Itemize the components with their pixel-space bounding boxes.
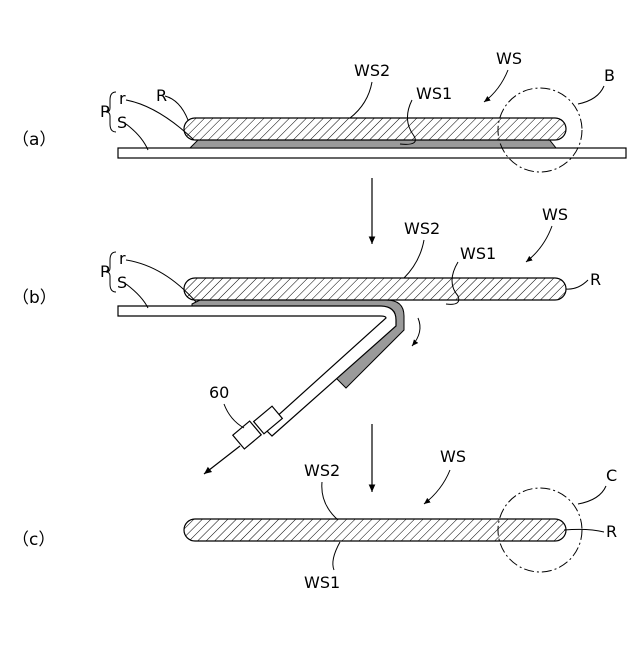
leader-60 bbox=[224, 404, 244, 428]
leader-c bbox=[578, 486, 606, 504]
leader-ws2-c bbox=[322, 482, 338, 520]
leader-r-b bbox=[126, 260, 196, 302]
label-R-a: R bbox=[156, 86, 167, 105]
label-ws2-a: WS2 bbox=[354, 61, 390, 80]
label-s-a: S bbox=[117, 113, 127, 132]
leader-R-b bbox=[566, 280, 588, 289]
workpiece-ws-a bbox=[184, 118, 566, 140]
substrate-s-a bbox=[118, 148, 626, 158]
label-R-c: R bbox=[606, 522, 617, 541]
label-ws1-a: WS1 bbox=[416, 84, 452, 103]
panel-c: （c） WS2 WS WS1 C R bbox=[12, 447, 617, 592]
label-R-b: R bbox=[590, 270, 601, 289]
label-ws-b: WS bbox=[542, 205, 568, 224]
leader-s-b bbox=[126, 284, 148, 308]
leader-R-a bbox=[165, 96, 188, 120]
leader-ws1-c bbox=[333, 542, 340, 570]
label-r-a: r bbox=[119, 89, 126, 108]
leader-b bbox=[578, 86, 604, 104]
pull-arrow bbox=[204, 446, 240, 474]
brace-b bbox=[106, 252, 116, 292]
label-b: B bbox=[604, 66, 615, 85]
label-c: C bbox=[606, 466, 617, 485]
leader-ws2-a bbox=[350, 82, 372, 118]
label-ws2-c: WS2 bbox=[304, 461, 340, 480]
label-s-b: S bbox=[117, 273, 127, 292]
label-ws1-c: WS1 bbox=[304, 573, 340, 592]
workpiece-ws-c bbox=[184, 519, 566, 541]
label-r-b: r bbox=[119, 249, 126, 268]
leader-ws-c bbox=[424, 470, 450, 504]
panel-a: （a） P r S R WS2 WS1 WS B bbox=[12, 49, 626, 172]
label-60: 60 bbox=[209, 383, 229, 402]
brace-a bbox=[106, 92, 116, 132]
label-ws1-b: WS1 bbox=[460, 244, 496, 263]
panel-b: （b） P r S WS2 WS1 WS R 60 bbox=[12, 205, 601, 474]
panel-label-b: （b） bbox=[12, 288, 57, 308]
leader-ws-b bbox=[526, 226, 552, 262]
leader-s-a bbox=[126, 124, 148, 150]
leader-r-a bbox=[126, 100, 194, 140]
label-ws2-b: WS2 bbox=[404, 219, 440, 238]
bend-arrow bbox=[412, 318, 420, 346]
leader-ws2-b bbox=[404, 240, 424, 278]
workpiece-ws-b bbox=[184, 278, 566, 300]
panel-label-c: （c） bbox=[12, 530, 55, 550]
leader-R-c bbox=[564, 529, 604, 532]
label-ws-c: WS bbox=[440, 447, 466, 466]
label-ws-a: WS bbox=[496, 49, 522, 68]
leader-ws-a bbox=[484, 70, 508, 102]
panel-label-a: （a） bbox=[12, 130, 56, 150]
